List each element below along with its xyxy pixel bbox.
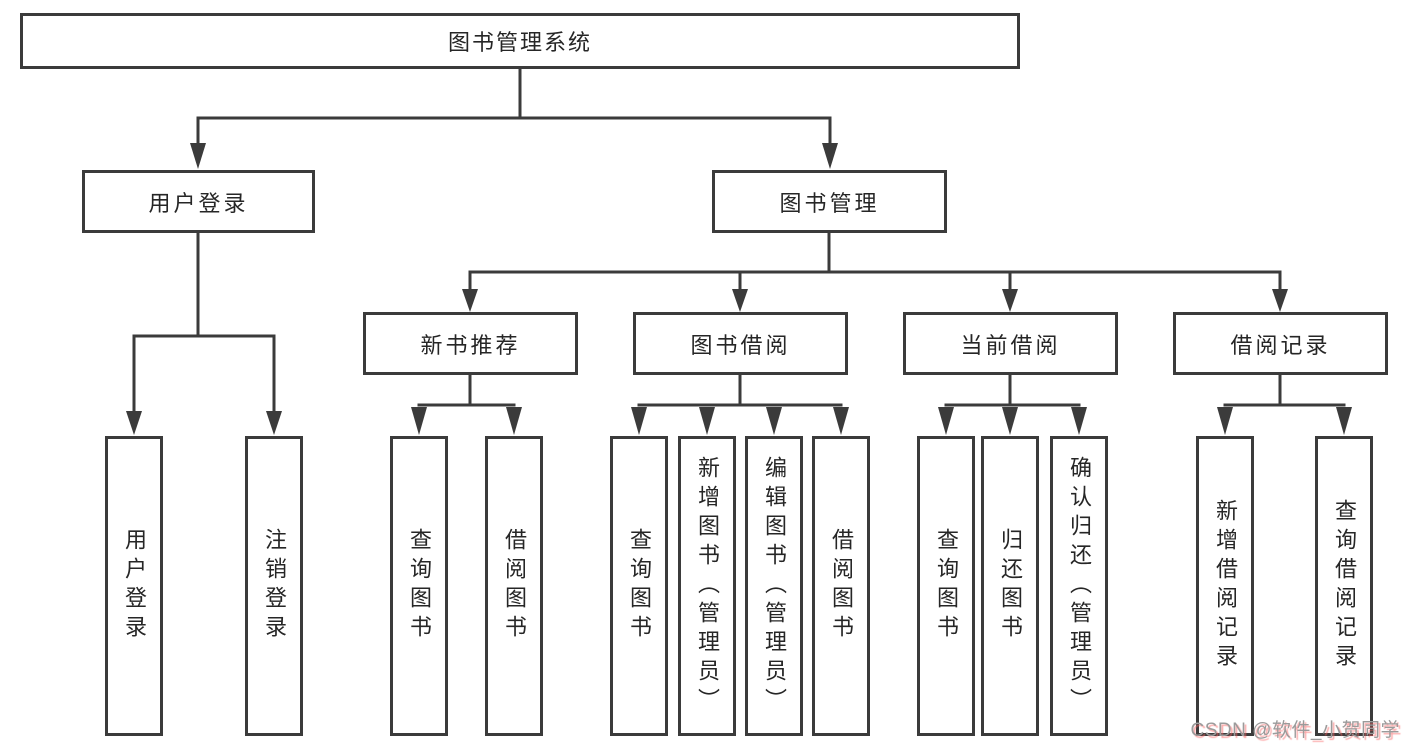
node-label: 图书管理系统 xyxy=(447,30,592,55)
arrowhead xyxy=(766,407,782,435)
leaf-query-borrow-record: 查询借阅记录 xyxy=(1315,436,1373,736)
arrowhead xyxy=(266,411,282,435)
node-label: 图书借阅 xyxy=(690,332,791,358)
arrowhead xyxy=(462,289,478,312)
node-label: 确认归还（管理员） xyxy=(1067,455,1092,717)
node-label: 借阅图书 xyxy=(829,528,854,644)
leaf-edit-book-admin: 编辑图书（管理员） xyxy=(745,436,803,736)
arrowhead xyxy=(822,143,838,169)
leaf-query-books-recommend: 查询图书 xyxy=(390,436,448,736)
csdn-watermark: CSDN @软件_小贺同学 xyxy=(1190,720,1400,741)
leaf-borrow-books: 借阅图书 xyxy=(812,436,870,736)
node-label: 编辑图书（管理员） xyxy=(762,455,787,717)
arrowhead xyxy=(1217,407,1233,435)
node-book-borrowing: 图书借阅 xyxy=(633,312,848,375)
node-label: 查询图书 xyxy=(407,528,432,644)
arrowhead xyxy=(631,407,647,435)
node-label: 借阅记录 xyxy=(1230,332,1331,358)
node-book-management: 图书管理 xyxy=(712,170,947,233)
node-label: 当前借阅 xyxy=(960,332,1061,358)
leaf-logout: 注销登录 xyxy=(245,436,303,736)
arrowhead xyxy=(1002,289,1018,312)
arrowhead xyxy=(1272,289,1288,312)
node-label: 图书管理 xyxy=(779,190,880,216)
leaf-add-borrow-record: 新增借阅记录 xyxy=(1196,436,1254,736)
node-label: 注销登录 xyxy=(262,528,287,644)
leaf-add-book-admin: 新增图书（管理员） xyxy=(678,436,736,736)
node-label: 查询借阅记录 xyxy=(1332,499,1357,673)
node-user-login: 用户登录 xyxy=(82,170,315,233)
arrowhead xyxy=(506,407,522,435)
node-new-book-recommendation: 新书推荐 xyxy=(363,312,578,375)
node-label: 用户登录 xyxy=(148,190,249,216)
node-current-borrowing: 当前借阅 xyxy=(903,312,1118,375)
node-label: 归还图书 xyxy=(998,528,1023,644)
node-label: 用户登录 xyxy=(122,528,147,644)
arrowhead xyxy=(126,411,142,435)
leaf-query-books-borrow: 查询图书 xyxy=(610,436,668,736)
node-label: 借阅图书 xyxy=(502,528,527,644)
node-label: 新增图书（管理员） xyxy=(695,455,720,717)
arrowhead xyxy=(190,143,206,169)
node-library-management-system: 图书管理系统 xyxy=(20,13,1020,69)
arrowhead xyxy=(1002,407,1018,435)
leaf-user-login: 用户登录 xyxy=(105,436,163,736)
arrowhead xyxy=(833,407,849,435)
node-label: 新增借阅记录 xyxy=(1213,499,1238,673)
arrowhead xyxy=(411,407,427,435)
leaf-confirm-return-admin: 确认归还（管理员） xyxy=(1050,436,1108,736)
arrowhead xyxy=(1071,407,1087,435)
arrowhead xyxy=(699,407,715,435)
node-label: 新书推荐 xyxy=(420,332,521,358)
node-borrowing-records: 借阅记录 xyxy=(1173,312,1388,375)
leaf-return-book: 归还图书 xyxy=(981,436,1039,736)
arrowhead xyxy=(938,407,954,435)
node-label: 查询图书 xyxy=(934,528,959,644)
arrowhead xyxy=(732,289,748,312)
leaf-query-books-current: 查询图书 xyxy=(917,436,975,736)
leaf-borrow-books-recommend: 借阅图书 xyxy=(485,436,543,736)
arrowhead xyxy=(1336,407,1352,435)
node-label: 查询图书 xyxy=(627,528,652,644)
